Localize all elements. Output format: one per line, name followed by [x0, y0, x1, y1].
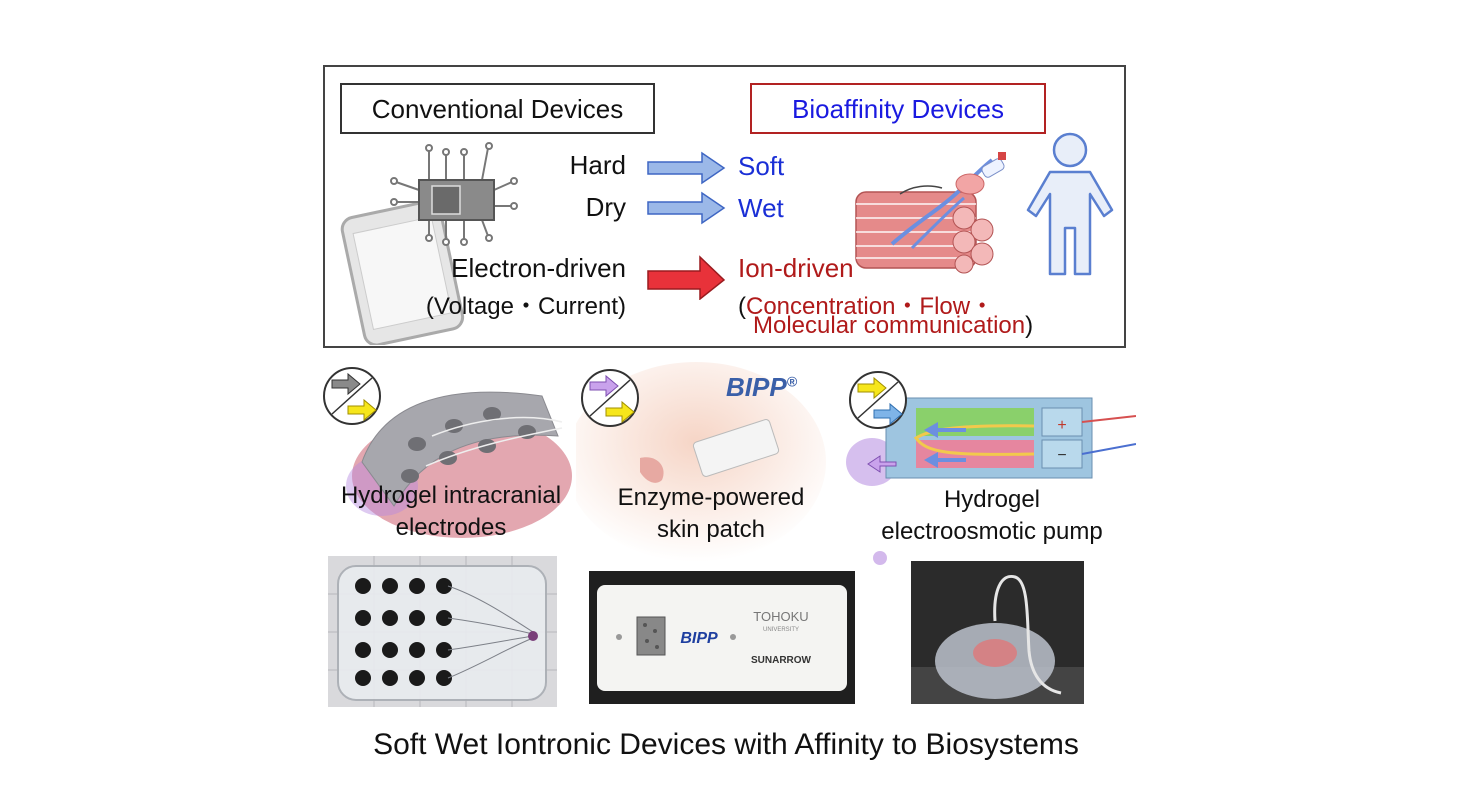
transition-arrows [647, 151, 726, 300]
tohoku-label: TOHOKU [753, 609, 808, 624]
intracranial-electrodes-line1: Hydrogel intracranial [340, 482, 562, 509]
electroosmotic-pump-label: Hydrogel electroosmotic pump [860, 484, 1124, 548]
muscle-fiber-illustration [855, 152, 1006, 274]
electron-to-ion-badge-icon [323, 367, 381, 425]
sunarrow-label: SUNARROW [751, 655, 812, 666]
university-label: UNIVERSITY [763, 627, 799, 633]
dry-label: Dry [585, 192, 626, 222]
voltage-current-label: (Voltage・Current) [425, 293, 626, 320]
ion-to-flow-badge-icon [849, 371, 907, 429]
electroosmotic-pump-illustration: + − [846, 371, 1136, 565]
chip-and-phone-illustration [340, 142, 518, 345]
skin-patch-illustration [576, 362, 826, 562]
ion-driven-label: Ion-driven [738, 253, 854, 283]
wet-label: Wet [738, 193, 784, 223]
ion-detail-line1: (Concentration・Flow・ [738, 286, 994, 321]
bipp-brand-mark: BIPP® [726, 372, 797, 403]
skin-patch-label: Enzyme-powered skin patch [590, 482, 832, 546]
intracranial-electrodes-line2: electrodes [395, 514, 507, 541]
electroosmotic-pump-line1: Hydrogel [943, 486, 1041, 513]
electrode-array-photo [328, 556, 557, 707]
bioaffinity-devices-title: Bioaffinity Devices [792, 93, 1004, 124]
bioaffinity-devices-header: Bioaffinity Devices [750, 83, 1046, 134]
concentration-flow-label: Concentration・Flow・ [746, 293, 995, 320]
skin-patch-line2: skin patch [656, 516, 766, 543]
open-paren: ( [738, 293, 746, 320]
brain-electrode-illustration [323, 367, 572, 538]
electron-to-ion-arrow [647, 255, 726, 300]
bipp-photo-brand: BIPP [680, 630, 718, 647]
registered-mark: ® [786, 373, 798, 390]
electroosmotic-pump-line2: electroosmotic pump [881, 518, 1103, 545]
figure-caption: Soft Wet Iontronic Devices with Affinity… [373, 728, 1079, 761]
human-figure-icon [1026, 132, 1114, 276]
conventional-devices-title: Conventional Devices [371, 93, 624, 124]
soft-label: Soft [738, 151, 785, 181]
close-paren: ) [1025, 312, 1034, 339]
hard-to-soft-arrow [647, 151, 726, 185]
dry-to-wet-arrow [647, 191, 726, 225]
conventional-devices-header: Conventional Devices [340, 83, 655, 134]
skin-patch-line1: Enzyme-powered [617, 484, 805, 511]
bipp-brand-text: BIPP [726, 372, 787, 402]
hard-label: Hard [569, 150, 626, 180]
brain-phantom-photo [911, 561, 1084, 704]
molecular-communication-label: Molecular communication [753, 312, 1026, 339]
microchip-icon [390, 142, 518, 246]
ion-to-ion-badge-icon [581, 369, 639, 427]
ion-detail-line2: Molecular communication) [753, 312, 1033, 340]
intracranial-electrodes-label: Hydrogel intracranial electrodes [320, 480, 582, 544]
plus-sign: + [1057, 417, 1066, 434]
comparison-box [323, 65, 1126, 348]
minus-sign: − [1057, 447, 1066, 464]
electron-driven-label: Electron-driven [451, 253, 626, 283]
bipp-patch-photo: BIPP TOHOKU UNIVERSITY SUNARROW [589, 571, 855, 704]
